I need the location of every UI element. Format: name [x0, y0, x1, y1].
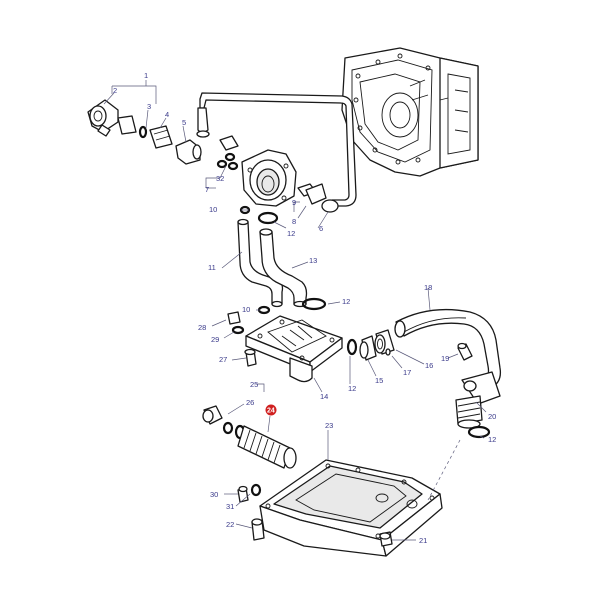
filter-assembly — [202, 405, 297, 469]
callout-7: 7 — [205, 185, 209, 194]
transmission-housing — [341, 47, 479, 177]
fitting-parts — [87, 99, 202, 165]
callout-5: 5 — [182, 118, 186, 127]
callout-31-left: 31 — [226, 502, 234, 511]
callout-4: 4 — [165, 110, 169, 119]
callout-19: 19 — [441, 354, 449, 363]
bolts-bottom — [237, 483, 393, 547]
callout-21-right: 21 — [419, 536, 427, 545]
callout-9: 9 — [292, 198, 296, 207]
callout-11: 11 — [208, 263, 216, 272]
callout-28: 28 — [198, 323, 206, 332]
valve-block-14 — [245, 315, 343, 383]
callout-25: 25 — [250, 380, 258, 389]
hoses-11-13 — [237, 218, 308, 308]
callout-20: 20 — [488, 412, 496, 421]
callout-18: 18 — [424, 283, 432, 292]
callout-6: 6 — [319, 224, 323, 233]
callout-12-right: 12 — [348, 384, 356, 393]
callout-14: 14 — [320, 392, 328, 401]
callout-12-lower: 12 — [488, 435, 496, 444]
callout-12-mid: 12 — [342, 297, 350, 306]
leader-lines — [103, 80, 487, 541]
callout-10-mid: 10 — [242, 305, 250, 314]
callout-15: 15 — [375, 376, 383, 385]
bolt-19 — [457, 342, 473, 361]
fitting-7-32 — [216, 135, 239, 171]
callout-30: 30 — [210, 490, 218, 499]
callout-27: 27 — [219, 355, 227, 364]
callout-1: 1 — [144, 71, 148, 80]
bolts-left — [227, 311, 257, 367]
fitting-8-9 — [297, 183, 339, 213]
callout-23: 23 — [325, 421, 333, 430]
flange-housing — [241, 149, 297, 207]
callout-2: 2 — [113, 86, 117, 95]
callout-labels: 1 2 3 4 5 32 7 9 10 12 8 6 11 13 10 12 2… — [113, 71, 496, 545]
connector-20 — [455, 371, 501, 439]
callout-26: 26 — [246, 398, 254, 407]
rings-mid — [257, 297, 327, 315]
callout-32: 32 — [216, 174, 224, 183]
callout-24: 24 — [267, 408, 275, 415]
callout-22: 22 — [226, 520, 234, 529]
highlight-marker-24 — [265, 404, 277, 416]
callout-16: 16 — [425, 361, 433, 370]
callout-13: 13 — [309, 256, 317, 265]
oil-pan-23 — [259, 459, 443, 557]
parts-15-16-17 — [346, 329, 395, 361]
callout-12-upper: 12 — [287, 229, 295, 238]
callout-3: 3 — [147, 102, 151, 111]
callout-8: 8 — [292, 217, 296, 226]
callout-17: 17 — [403, 368, 411, 377]
steel-pipe — [196, 92, 357, 207]
callout-29: 29 — [211, 335, 219, 344]
dashed-leader — [427, 439, 461, 501]
callout-10-upper: 10 — [209, 205, 217, 214]
